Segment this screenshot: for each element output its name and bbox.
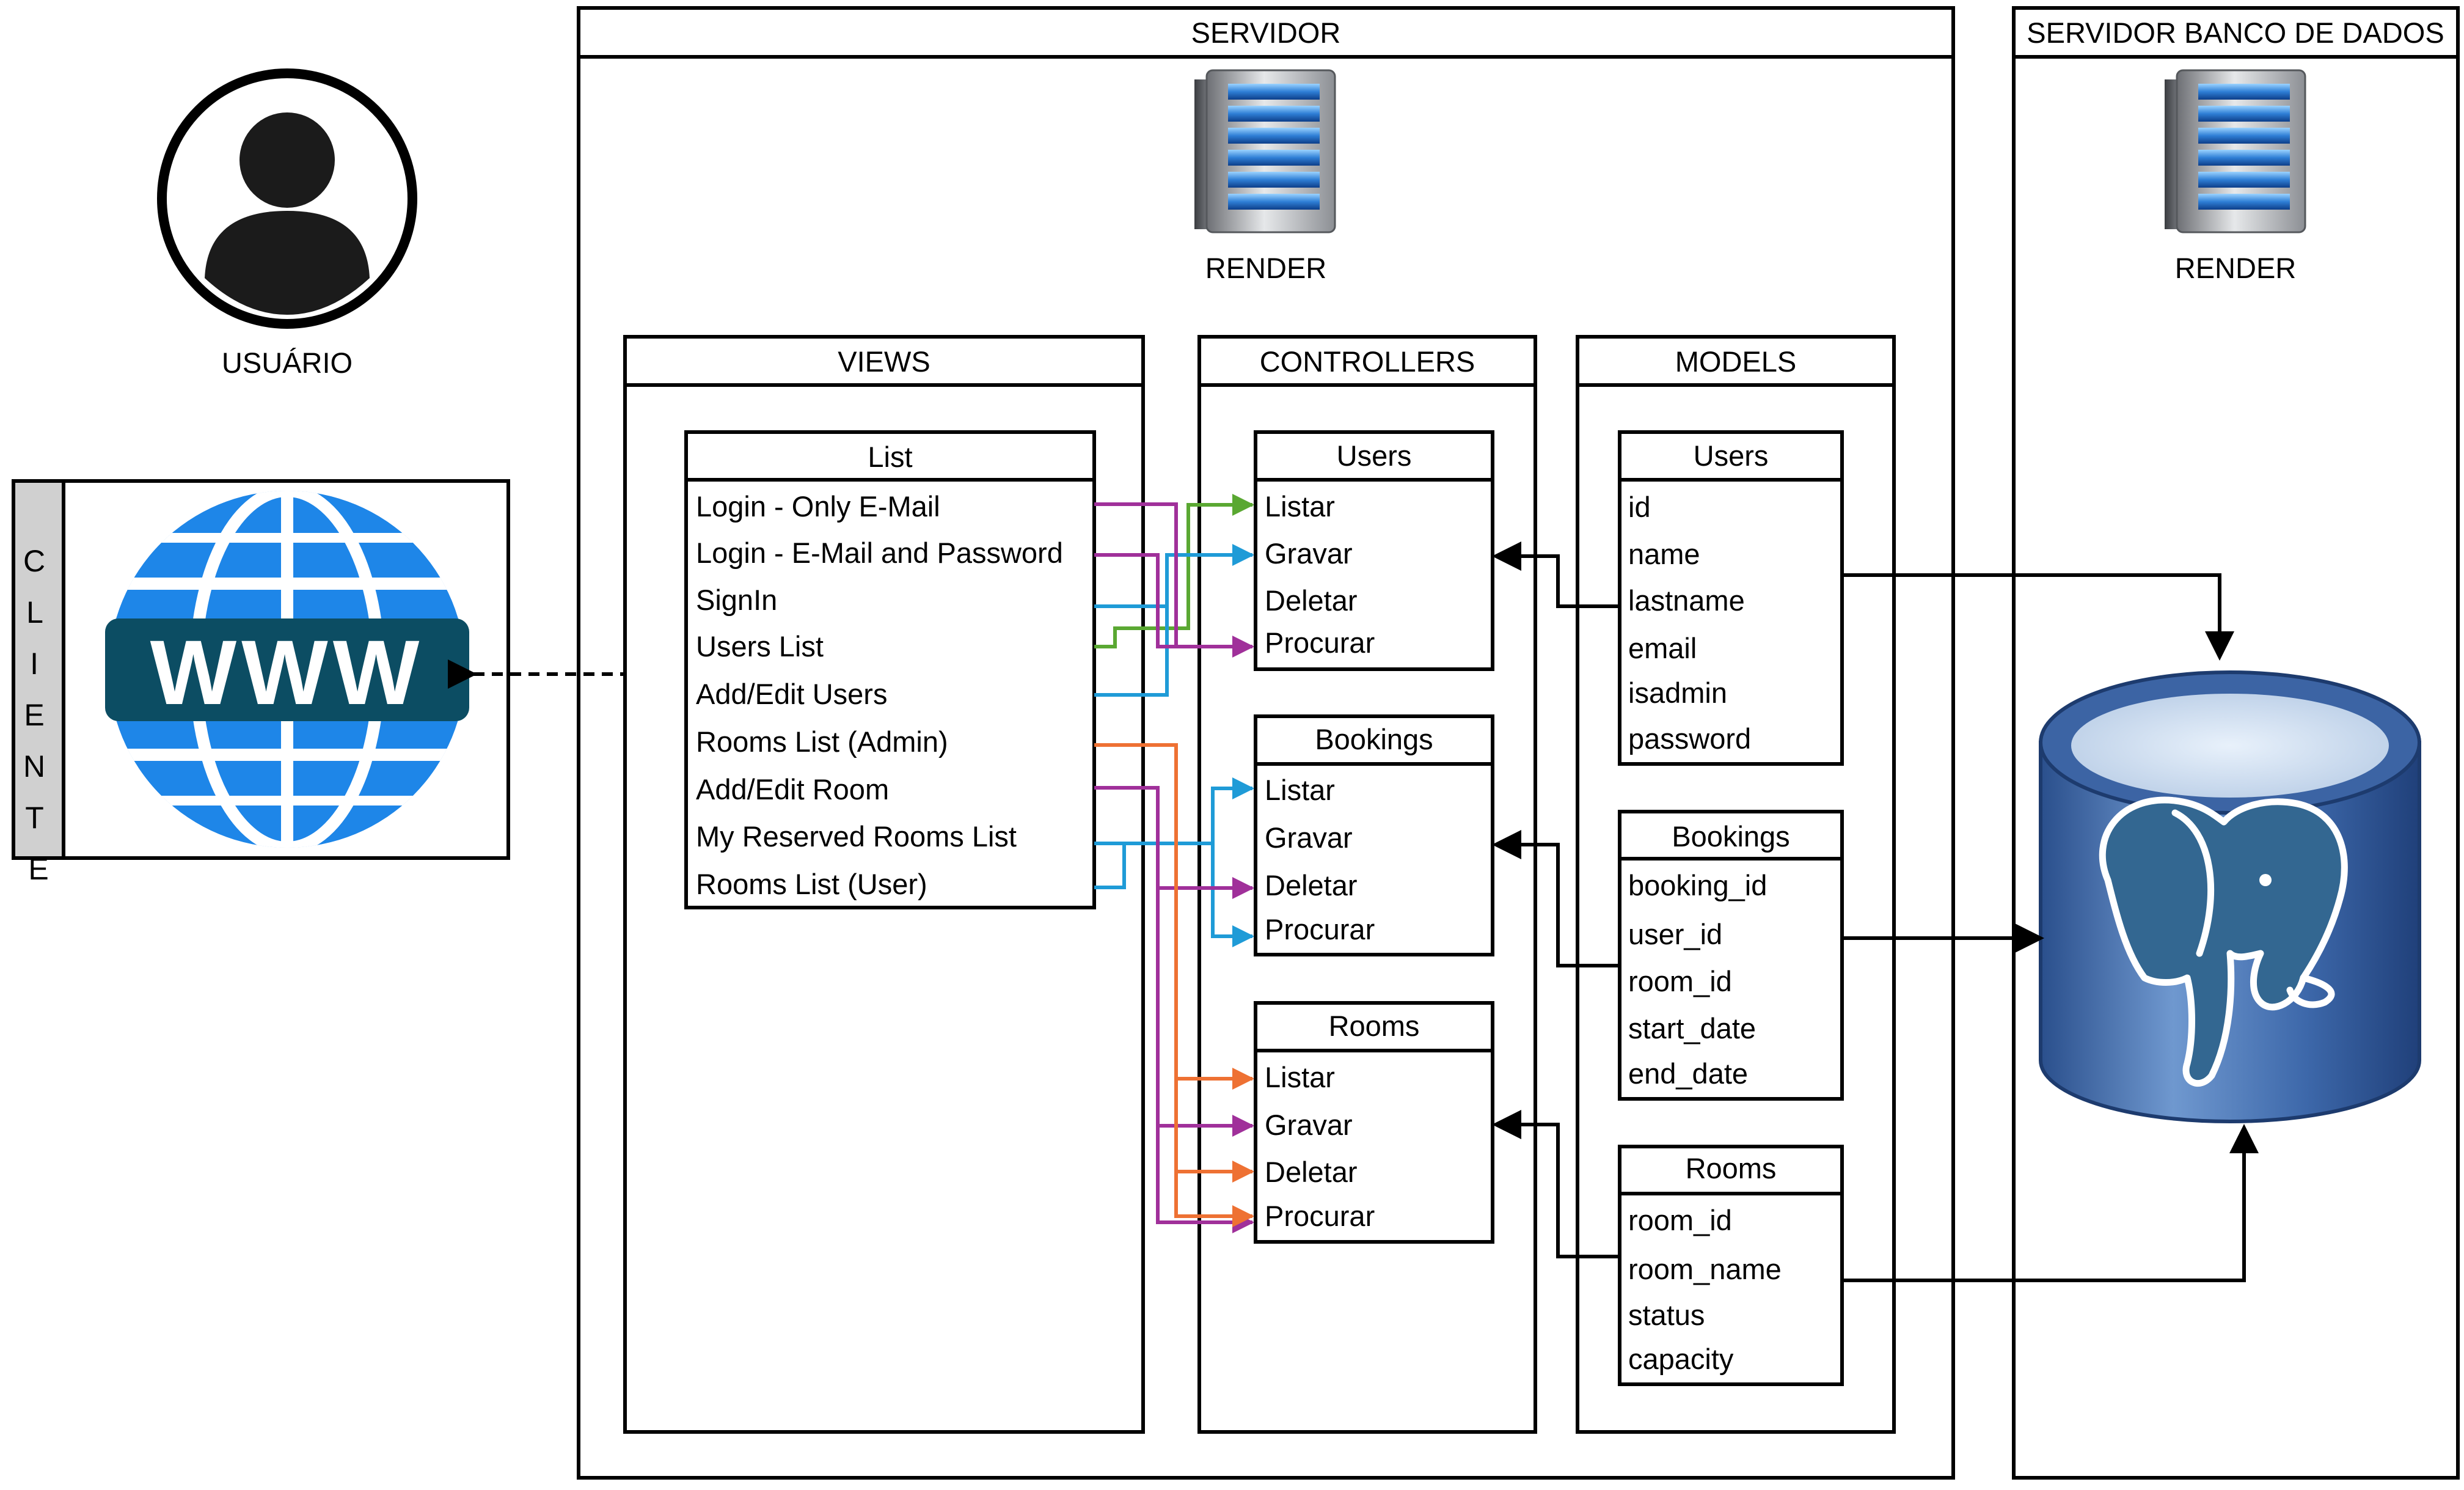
connector-purple xyxy=(1094,786,1254,1233)
connector-purple xyxy=(1094,553,1254,658)
model-database-connectors xyxy=(1842,573,2259,1282)
model-bookings-field: booking_id xyxy=(1628,869,1767,901)
controller-rooms-item: Procurar xyxy=(1265,1200,1375,1232)
cliente-letter: N xyxy=(23,749,45,784)
cliente-label: C L I E N T E xyxy=(23,544,54,886)
controller-users-item: Listar xyxy=(1265,490,1335,523)
controller-rooms-item: Deletar xyxy=(1265,1156,1358,1188)
controller-bookings-table: Bookings Listar Gravar Deletar Procurar xyxy=(1254,714,1494,956)
model-users-field: password xyxy=(1628,722,1751,755)
cliente-letter: C xyxy=(23,544,45,578)
model-rooms-table: Rooms room_id room_name status capacity xyxy=(1618,1145,1844,1386)
connector-orange xyxy=(1094,743,1254,1227)
model-bookings-field: user_id xyxy=(1628,918,1722,950)
connector-black xyxy=(1492,830,1620,967)
controller-rooms-table: Rooms Listar Gravar Deletar Procurar xyxy=(1254,1001,1494,1244)
cliente-letter: E xyxy=(28,852,48,886)
server-rack-icon xyxy=(2165,69,2306,233)
controller-users-item: Gravar xyxy=(1265,537,1353,570)
usuario-label: USUÁRIO xyxy=(222,347,353,379)
connector-blue xyxy=(1094,777,1254,845)
banco-render-label: RENDER xyxy=(2175,252,2296,284)
model-users-title: Users xyxy=(1694,439,1769,472)
view-item: SignIn xyxy=(696,584,777,616)
controller-rooms-item: Listar xyxy=(1265,1061,1335,1093)
connector-blue xyxy=(1094,544,1254,608)
user-avatar-icon xyxy=(157,68,417,329)
model-rooms-field: room_name xyxy=(1628,1253,1782,1285)
controller-rooms-item: Gravar xyxy=(1265,1109,1353,1141)
banco-title: SERVIDOR BANCO DE DADOS xyxy=(2027,17,2444,49)
views-title: VIEWS xyxy=(838,345,930,378)
controllers-title: CONTROLLERS xyxy=(1260,345,1475,378)
model-users-field: lastname xyxy=(1628,584,1745,617)
cliente-box: C L I E N T E WWW xyxy=(12,479,510,886)
models-box: MODELS Users id name lastname email isad… xyxy=(1576,335,1896,1434)
view-item: Login - Only E-Mail xyxy=(696,490,940,523)
controller-bookings-item: Procurar xyxy=(1265,913,1375,945)
view-item: Users List xyxy=(696,630,824,662)
cliente-letter: T xyxy=(25,801,43,835)
model-bookings-field: room_id xyxy=(1628,965,1732,997)
controller-users-item: Procurar xyxy=(1265,626,1375,659)
connector-black xyxy=(1492,541,1620,608)
connector-black xyxy=(1842,573,2234,661)
model-rooms-title: Rooms xyxy=(1686,1152,1777,1184)
view-item: Add/Edit Users xyxy=(696,678,887,710)
model-users-field: id xyxy=(1628,491,1651,523)
controller-bookings-item: Gravar xyxy=(1265,821,1353,854)
usuario-group: USUÁRIO xyxy=(157,68,417,379)
model-bookings-title: Bookings xyxy=(1672,820,1790,853)
elephant-logo-icon xyxy=(2099,796,2348,1087)
model-rooms-field: capacity xyxy=(1628,1343,1734,1375)
connector-black xyxy=(1492,1110,1620,1258)
connector-blue xyxy=(1094,606,1169,697)
views-list-table: List Login - Only E-Mail Login - E-Mail … xyxy=(684,430,1096,909)
view-controller-connectors xyxy=(1094,494,1254,1233)
model-rooms-field: status xyxy=(1628,1299,1705,1331)
connector-blue xyxy=(1211,843,1254,947)
servidor-title: SERVIDOR xyxy=(1191,17,1341,49)
servidor-box: SERVIDOR RENDER xyxy=(577,6,1955,1480)
cliente-letter: L xyxy=(26,595,43,629)
views-box: VIEWS List Login - Only E-Mail Login - E… xyxy=(623,335,1145,1434)
controller-bookings-item: Deletar xyxy=(1265,869,1358,901)
connector-blue xyxy=(1094,843,1126,889)
controllers-box: CONTROLLERS Users Listar Gravar Deletar … xyxy=(1197,335,1537,1434)
postgresql-database-icon xyxy=(2039,670,2421,1123)
controller-users-table: Users Listar Gravar Deletar Procurar xyxy=(1254,430,1494,671)
model-rooms-field: room_id xyxy=(1628,1204,1732,1236)
connector-green xyxy=(1094,494,1254,648)
controller-bookings-title: Bookings xyxy=(1315,723,1433,755)
model-users-field: name xyxy=(1628,538,1700,570)
model-bookings-field: end_date xyxy=(1628,1057,1748,1090)
cliente-letter: I xyxy=(30,647,38,681)
cliente-letter: E xyxy=(24,698,44,732)
connector-black xyxy=(1842,1124,2259,1282)
server-rack-icon xyxy=(1194,69,1336,233)
view-item: Add/Edit Room xyxy=(696,773,889,806)
models-title: MODELS xyxy=(1675,345,1797,378)
banco-box: SERVIDOR BANCO DE DADOS RENDER xyxy=(2012,6,2460,1480)
model-controller-connectors xyxy=(1492,541,1620,1258)
controller-users-item: Deletar xyxy=(1265,584,1358,617)
controller-rooms-title: Rooms xyxy=(1329,1010,1420,1042)
model-users-field: email xyxy=(1628,632,1697,664)
www-text: WWW xyxy=(150,621,425,724)
servidor-render-label: RENDER xyxy=(1205,252,1326,284)
model-bookings-table: Bookings booking_id user_id room_id star… xyxy=(1618,810,1844,1101)
controller-bookings-item: Listar xyxy=(1265,774,1335,806)
controller-users-title: Users xyxy=(1337,439,1412,472)
views-list-title: List xyxy=(868,441,912,473)
view-item: Rooms List (Admin) xyxy=(696,725,948,758)
view-item: My Reserved Rooms List xyxy=(696,820,1017,853)
model-users-field: isadmin xyxy=(1628,677,1727,709)
view-item: Rooms List (User) xyxy=(696,868,927,900)
model-bookings-field: start_date xyxy=(1628,1012,1756,1044)
view-item: Login - E-Mail and Password xyxy=(696,537,1063,569)
model-users-table: Users id name lastname email isadmin pas… xyxy=(1618,430,1844,766)
